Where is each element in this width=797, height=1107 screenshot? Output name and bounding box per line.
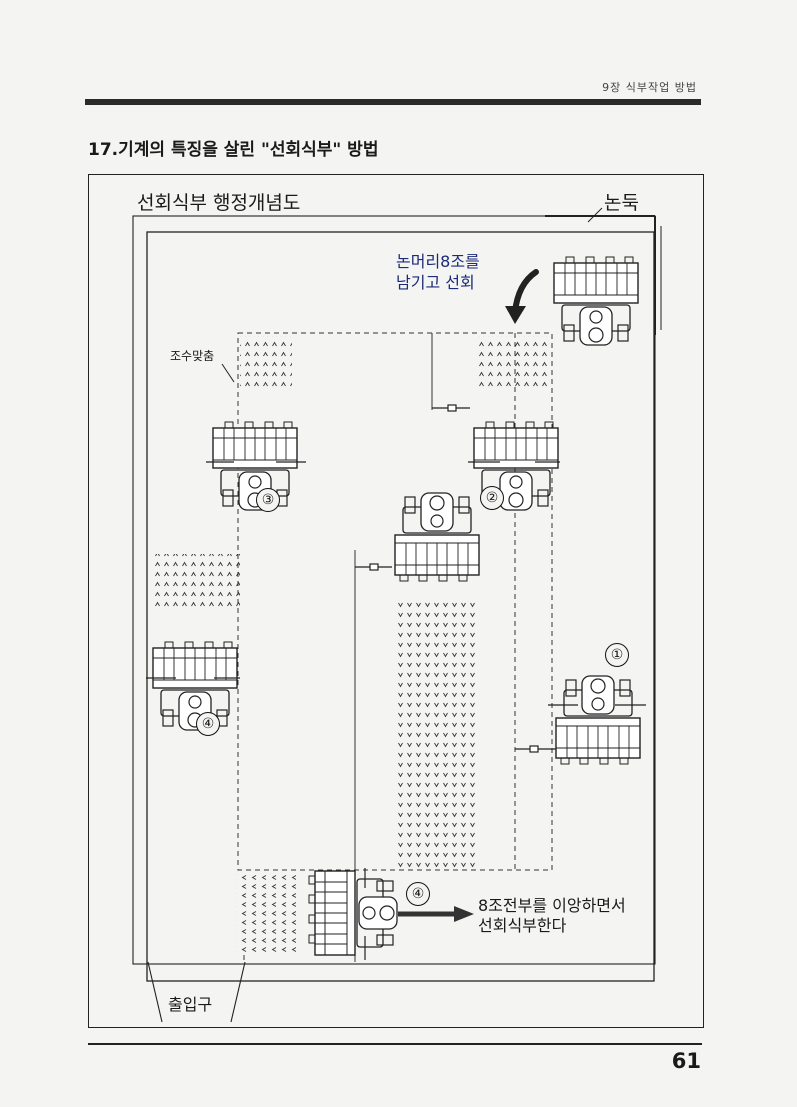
step-4-final-marker: ④ [406,882,430,906]
step-4-marker: ④ [196,712,220,736]
step-1-marker: ① [605,643,629,667]
turn-note-line2: 남기고 선회 [396,273,475,292]
seedling-adjust-label: 조수맞춤 [170,349,215,363]
diagram-frame [88,174,704,1028]
levee-label: 논둑 [604,192,639,214]
section-title: 17.기계의 특징을 살린 "선회식부" 방법 [88,140,379,160]
final-note-line1: 8조전부를 이앙하면서 [478,896,626,915]
chapter-header: 9장 식부작업 방법 [602,81,697,94]
page-number: 61 [671,1049,701,1073]
header-rule [85,99,701,105]
final-note-line2: 선회식부한다 [478,916,567,935]
step-3-marker: ③ [256,488,280,512]
footer-rule [88,1043,702,1045]
entrance-label: 출입구 [168,995,213,1014]
diagram-heading: 선회식부 행정개념도 [137,192,301,214]
step-2-marker: ② [480,486,504,510]
turn-note-line1: 논머리8조를 [396,252,480,271]
